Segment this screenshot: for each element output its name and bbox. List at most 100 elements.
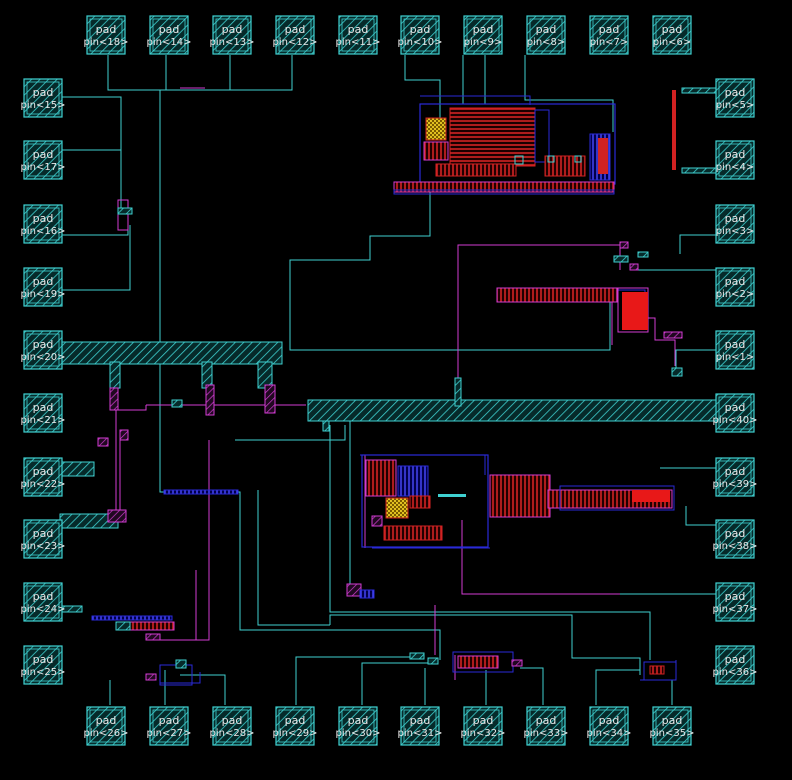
via-box-3	[119, 429, 129, 441]
block-top-analog	[393, 103, 616, 195]
pad-net-label: pad	[725, 590, 746, 603]
pad-net-label: pad	[725, 653, 746, 666]
pad-pin-label: pin<38>	[713, 541, 758, 552]
pad-pin-label: pin<37>	[713, 604, 758, 615]
pad-pin-label: pin<33>	[524, 728, 569, 739]
rail-tap	[454, 377, 462, 407]
right-rail-top	[681, 87, 721, 94]
pad-pin-label: pin<16>	[21, 226, 66, 237]
pad-pin-label: pin<23>	[21, 541, 66, 552]
pad-net-label: pad	[33, 148, 54, 161]
pad-net-label: pad	[33, 338, 54, 351]
pad-pin-label: pin<12>	[273, 37, 318, 48]
pad-pin-label: pin<4>	[716, 162, 755, 173]
pad-pin-label: pin<14>	[147, 37, 192, 48]
via-stack-3	[264, 384, 276, 414]
pad-pin-label: pin<26>	[84, 728, 129, 739]
pad-net-label: pad	[473, 714, 494, 727]
via-stack-2	[205, 384, 215, 416]
pad-pin-label: pin<28>	[210, 728, 255, 739]
right-rail-bottom	[681, 167, 721, 174]
pad-pin-label: pin<27>	[147, 728, 192, 739]
pad-net-label: pad	[285, 714, 306, 727]
pad-pin-label: pin<25>	[21, 667, 66, 678]
pad-net-label: pad	[222, 23, 243, 36]
pad-pin-label: pin<39>	[713, 479, 758, 490]
pad-net-label: pad	[725, 275, 746, 288]
pad-pin-label: pin<17>	[21, 162, 66, 173]
pad-pin-label: pin<9>	[464, 37, 503, 48]
pad-net-label: pad	[599, 23, 620, 36]
pad-pin-label: pin<21>	[21, 415, 66, 426]
pad-net-label: pad	[536, 23, 557, 36]
pad-net-label: pad	[33, 275, 54, 288]
pad-pin-label: pin<7>	[590, 37, 629, 48]
block-bottom-left	[61, 605, 193, 686]
pad-net-label: pad	[725, 401, 746, 414]
pad-net-label: pad	[348, 23, 369, 36]
pad-net-label: pad	[725, 212, 746, 225]
block-right-bus	[496, 241, 683, 377]
pad-net-label: pad	[96, 714, 117, 727]
cyan-wires	[44, 55, 745, 705]
pad-pin-label: pin<1>	[716, 352, 755, 363]
pad-pin-label: pin<40>	[713, 415, 758, 426]
pad-net-label: pad	[33, 653, 54, 666]
pad-net-label: pad	[348, 714, 369, 727]
pad-pin-label: pin<19>	[21, 289, 66, 300]
pad-pin-label: pin<20>	[21, 352, 66, 363]
rail-stub-2	[201, 361, 213, 389]
block-bottom-right	[643, 661, 677, 681]
pad-net-label: pad	[96, 23, 117, 36]
pad-net-label: pad	[410, 714, 431, 727]
via-box-1	[97, 437, 109, 447]
block-center-digital	[361, 454, 675, 548]
pad-pin-label: pin<6>	[653, 37, 692, 48]
pad-pin-label: pin<3>	[716, 226, 755, 237]
block-bottom-center	[409, 651, 523, 673]
io-pad-ring: padpin<18>padpin<14>padpin<13>padpin<12>…	[21, 15, 758, 746]
rail-stub-1	[109, 361, 121, 389]
pad-net-label: pad	[285, 23, 306, 36]
pad-net-label: pad	[725, 527, 746, 540]
pad-pin-label: pin<34>	[587, 728, 632, 739]
pad-net-label: pad	[33, 590, 54, 603]
pad-net-label: pad	[725, 465, 746, 478]
pad-net-label: pad	[725, 86, 746, 99]
pad-pin-label: pin<13>	[210, 37, 255, 48]
pad-pin-label: pin<24>	[21, 604, 66, 615]
pad-net-label: pad	[33, 527, 54, 540]
pad-net-label: pad	[33, 86, 54, 99]
pad-net-label: pad	[33, 212, 54, 225]
pad-pin-label: pin<10>	[398, 37, 443, 48]
via-stack-1	[109, 387, 119, 411]
pad-net-label: pad	[725, 338, 746, 351]
pad-net-label: pad	[222, 714, 243, 727]
